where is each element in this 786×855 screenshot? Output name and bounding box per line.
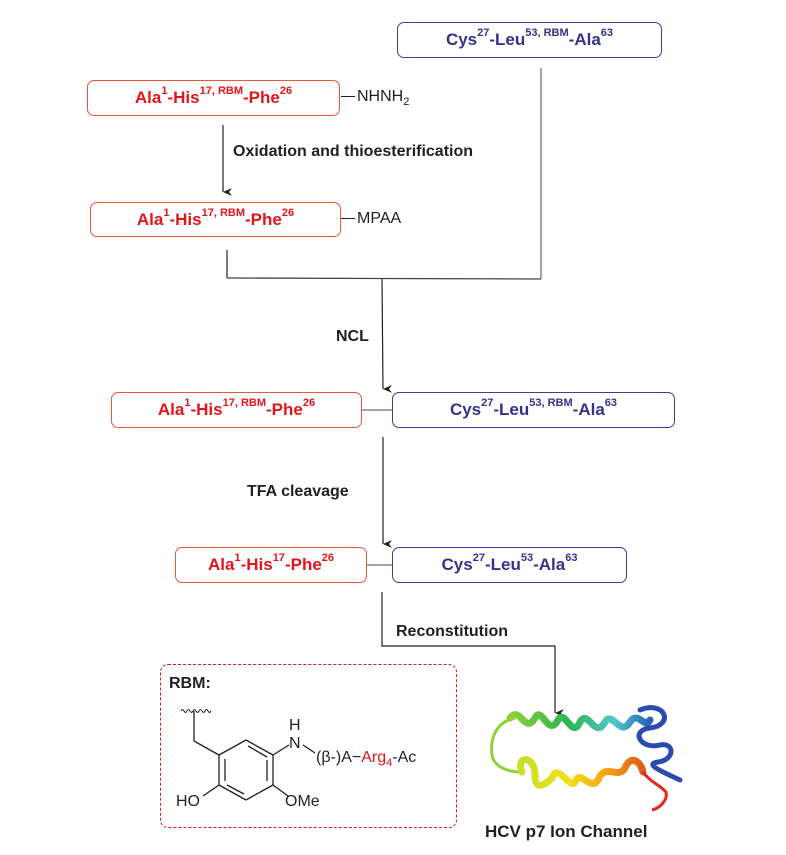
step3-label: TFA cleavage [247,483,349,500]
rbm-linker: (β-)A−Arg4-Ac [316,749,417,770]
c-fragment-box-top: Cys27-Leu53, RBM-Ala63 [397,22,662,58]
ncl-arrow [381,278,393,393]
n-fragment-hydrazide-box: Ala1-His17, RBM-Phe26 [87,80,340,116]
rbm-title: RBM: [169,675,211,692]
ligated-c-label: Cys27-Leu53, RBM-Ala63 [449,397,618,420]
final-n-fragment-box: Ala1-His17-Phe26 [175,547,367,583]
n-fragment-label: Ala1-His17, RBM-Phe26 [136,206,295,229]
ligated-n-label: Ala1-His17, RBM-Phe26 [157,397,316,420]
rbm-methoxy: OMe [285,793,320,810]
c-fragment-label: Cys27-Leu53, RBM-Ala63 [445,27,614,50]
junction-line [226,277,542,280]
benzene-ring [218,739,274,801]
rbm-structure-box: RBM: H N (β-)A−Arg4-Ac HO [160,664,457,828]
step4-label: Reconstitution [396,623,508,640]
n-fragment-label: Ala1-His17, RBM-Phe26 [134,85,293,108]
hydrazide-terminus: NHNH2 [341,88,409,108]
nh-n: N [289,735,301,752]
hcv-p7-protein-ribbon [490,705,683,812]
protein-caption: HCV p7 Ion Channel [485,822,648,841]
final-c-label: Cys27-Leu53-Ala63 [441,552,578,575]
n-fragment-thioester-box: Ala1-His17, RBM-Phe26 [90,202,341,237]
ligated-n-fragment-box: Ala1-His17, RBM-Phe26 [111,392,362,428]
wavy-attachment-bond [180,709,212,713]
protein-helix-blue [636,705,683,783]
protein-helix-top [506,711,654,732]
protein-tail [641,771,668,812]
thioester-terminus: MPAA [341,210,401,228]
rbm-hydroxyl: HO [176,793,200,810]
step2-label: NCL [336,328,369,345]
reconstitution-arrow [381,592,564,717]
rbm-structure-drawing [180,709,316,801]
final-c-fragment-box: Cys27-Leu53-Ala63 [392,547,627,583]
final-n-label: Ala1-His17-Phe26 [207,552,335,575]
protein-loop [490,716,523,774]
ligated-c-fragment-box: Cys27-Leu53, RBM-Ala63 [392,392,675,428]
nh-h: H [289,717,301,734]
protein-helix-bottom [517,756,647,789]
step1-label: Oxidation and thioesterification [233,143,474,160]
